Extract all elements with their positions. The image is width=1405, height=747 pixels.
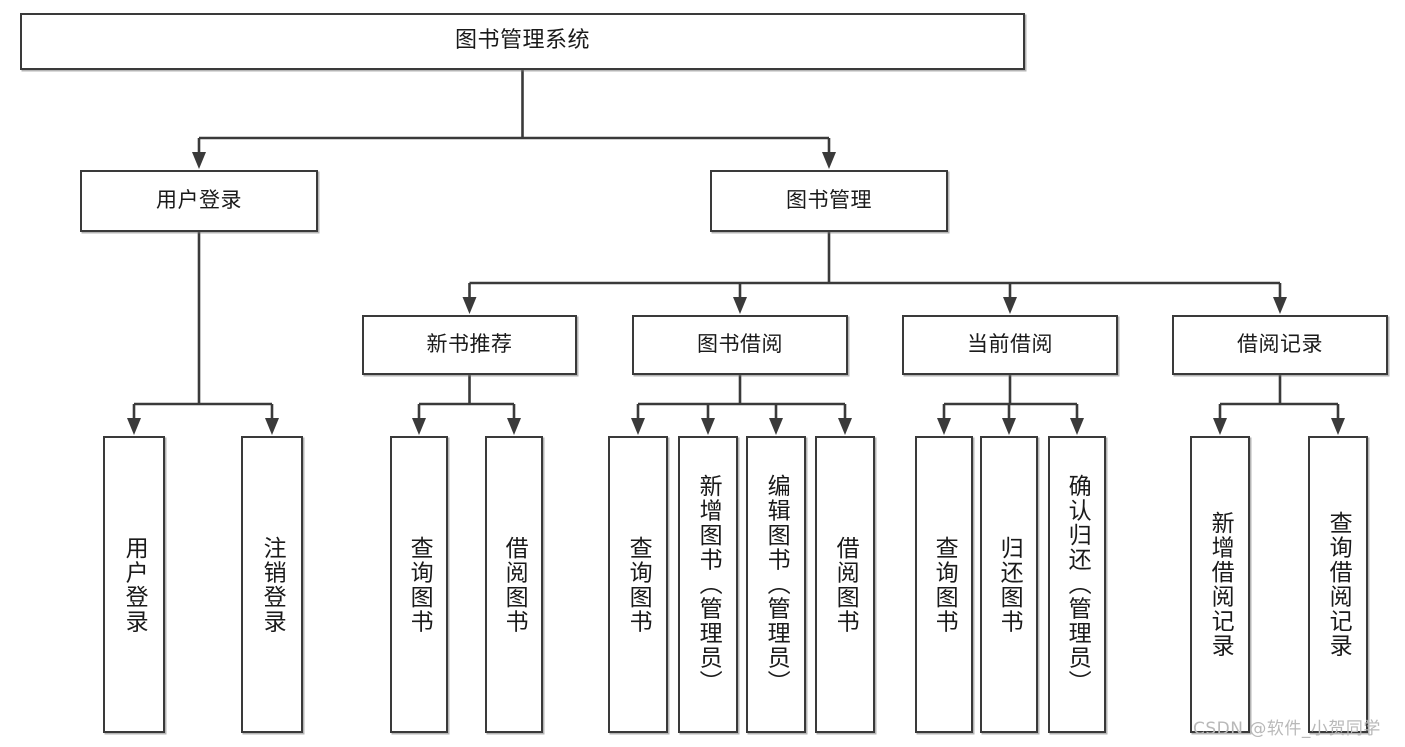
node-label: 图书管理系统: [454, 28, 590, 54]
node-label: 借阅图书: [501, 535, 528, 634]
node-label: 查询图书: [931, 535, 958, 634]
node-label: 用户登录: [156, 188, 242, 213]
node-label: 查询图书: [625, 535, 652, 634]
node-leaf-query-record[interactable]: 查询借阅记录: [1308, 436, 1368, 733]
node-label: 用户登录: [121, 535, 148, 634]
node-leaf-confirm-return[interactable]: 确认归还（管理员）: [1048, 436, 1106, 733]
node-label: 借阅记录: [1237, 332, 1323, 357]
node-label: 新增图书（管理员）: [695, 474, 722, 695]
node-label: 归还图书: [996, 535, 1023, 634]
node-label: 新增借阅记录: [1207, 511, 1234, 658]
node-label: 查询图书: [406, 535, 433, 634]
node-user-login[interactable]: 用户登录: [80, 170, 318, 232]
node-label: 查询借阅记录: [1325, 511, 1352, 658]
node-label: 注销登录: [259, 535, 286, 634]
node-label: 确认归还（管理员）: [1064, 474, 1091, 695]
node-book-manage[interactable]: 图书管理: [710, 170, 948, 232]
node-label: 借阅图书: [832, 535, 859, 634]
node-leaf-logout[interactable]: 注销登录: [241, 436, 303, 733]
node-label: 编辑图书（管理员）: [763, 474, 790, 695]
node-leaf-user-login[interactable]: 用户登录: [103, 436, 165, 733]
node-leaf-add-book[interactable]: 新增图书（管理员）: [678, 436, 738, 733]
node-root[interactable]: 图书管理系统: [20, 13, 1025, 70]
node-leaf-query-book-1[interactable]: 查询图书: [390, 436, 448, 733]
node-leaf-borrow-book-2[interactable]: 借阅图书: [815, 436, 875, 733]
node-leaf-edit-book[interactable]: 编辑图书（管理员）: [746, 436, 806, 733]
node-borrow-record[interactable]: 借阅记录: [1172, 315, 1388, 375]
node-leaf-add-record[interactable]: 新增借阅记录: [1190, 436, 1250, 733]
node-new-book-rec[interactable]: 新书推荐: [362, 315, 577, 375]
node-leaf-query-book-3[interactable]: 查询图书: [915, 436, 973, 733]
node-leaf-borrow-book-1[interactable]: 借阅图书: [485, 436, 543, 733]
node-current-borrow[interactable]: 当前借阅: [902, 315, 1118, 375]
node-leaf-query-book-2[interactable]: 查询图书: [608, 436, 668, 733]
node-label: 当前借阅: [967, 332, 1053, 357]
node-leaf-return-book[interactable]: 归还图书: [980, 436, 1038, 733]
node-label: 图书借阅: [697, 332, 783, 357]
node-label: 新书推荐: [426, 332, 513, 357]
node-book-borrow[interactable]: 图书借阅: [632, 315, 848, 375]
node-label: 图书管理: [786, 188, 872, 213]
